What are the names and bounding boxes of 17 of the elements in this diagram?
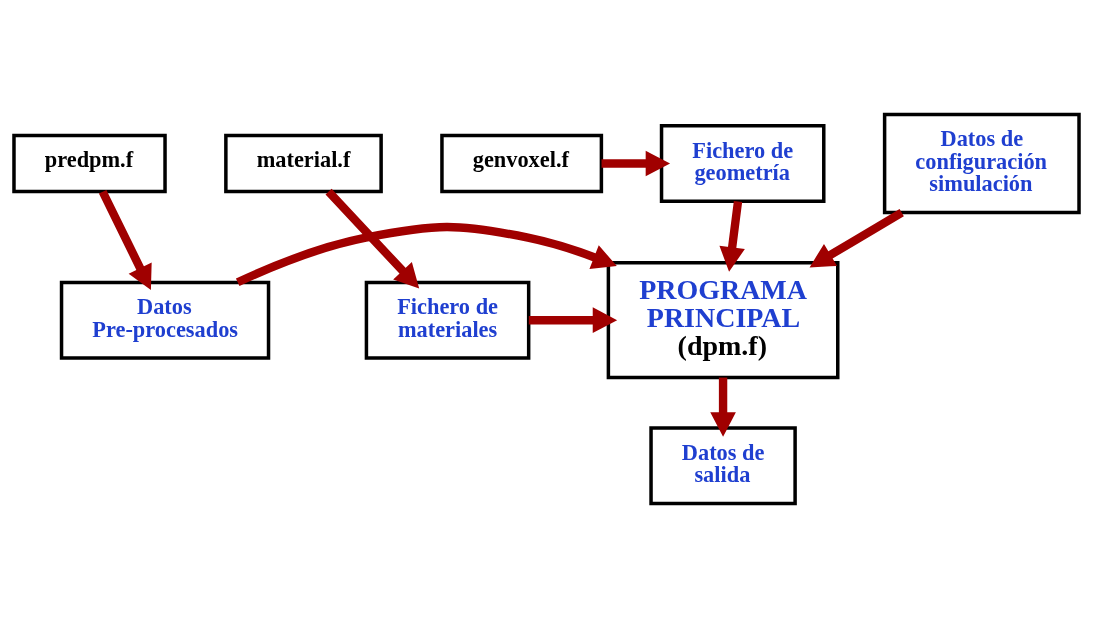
arrow	[710, 377, 736, 437]
arrow	[98, 189, 152, 290]
arrow	[601, 150, 671, 176]
arrow	[809, 208, 904, 267]
arrow	[325, 188, 420, 288]
arrow	[235, 222, 617, 286]
node-box: Fichero de geometría	[659, 123, 826, 203]
node-box: material.f	[224, 133, 383, 193]
node-box: PROGRAMA PRINCIPAL (dpm.f)	[606, 260, 840, 379]
node-box: Datos de configuración simulación	[882, 112, 1081, 214]
node-box: Fichero de materiales	[364, 280, 531, 360]
node-box: Datos Pre-procesados	[59, 280, 271, 360]
node-box: Datos de salida	[649, 425, 797, 505]
node-box: predpm.f	[12, 133, 167, 193]
arrow	[719, 200, 745, 272]
node-box: genvoxel.f	[440, 133, 604, 193]
arrow	[528, 306, 618, 333]
